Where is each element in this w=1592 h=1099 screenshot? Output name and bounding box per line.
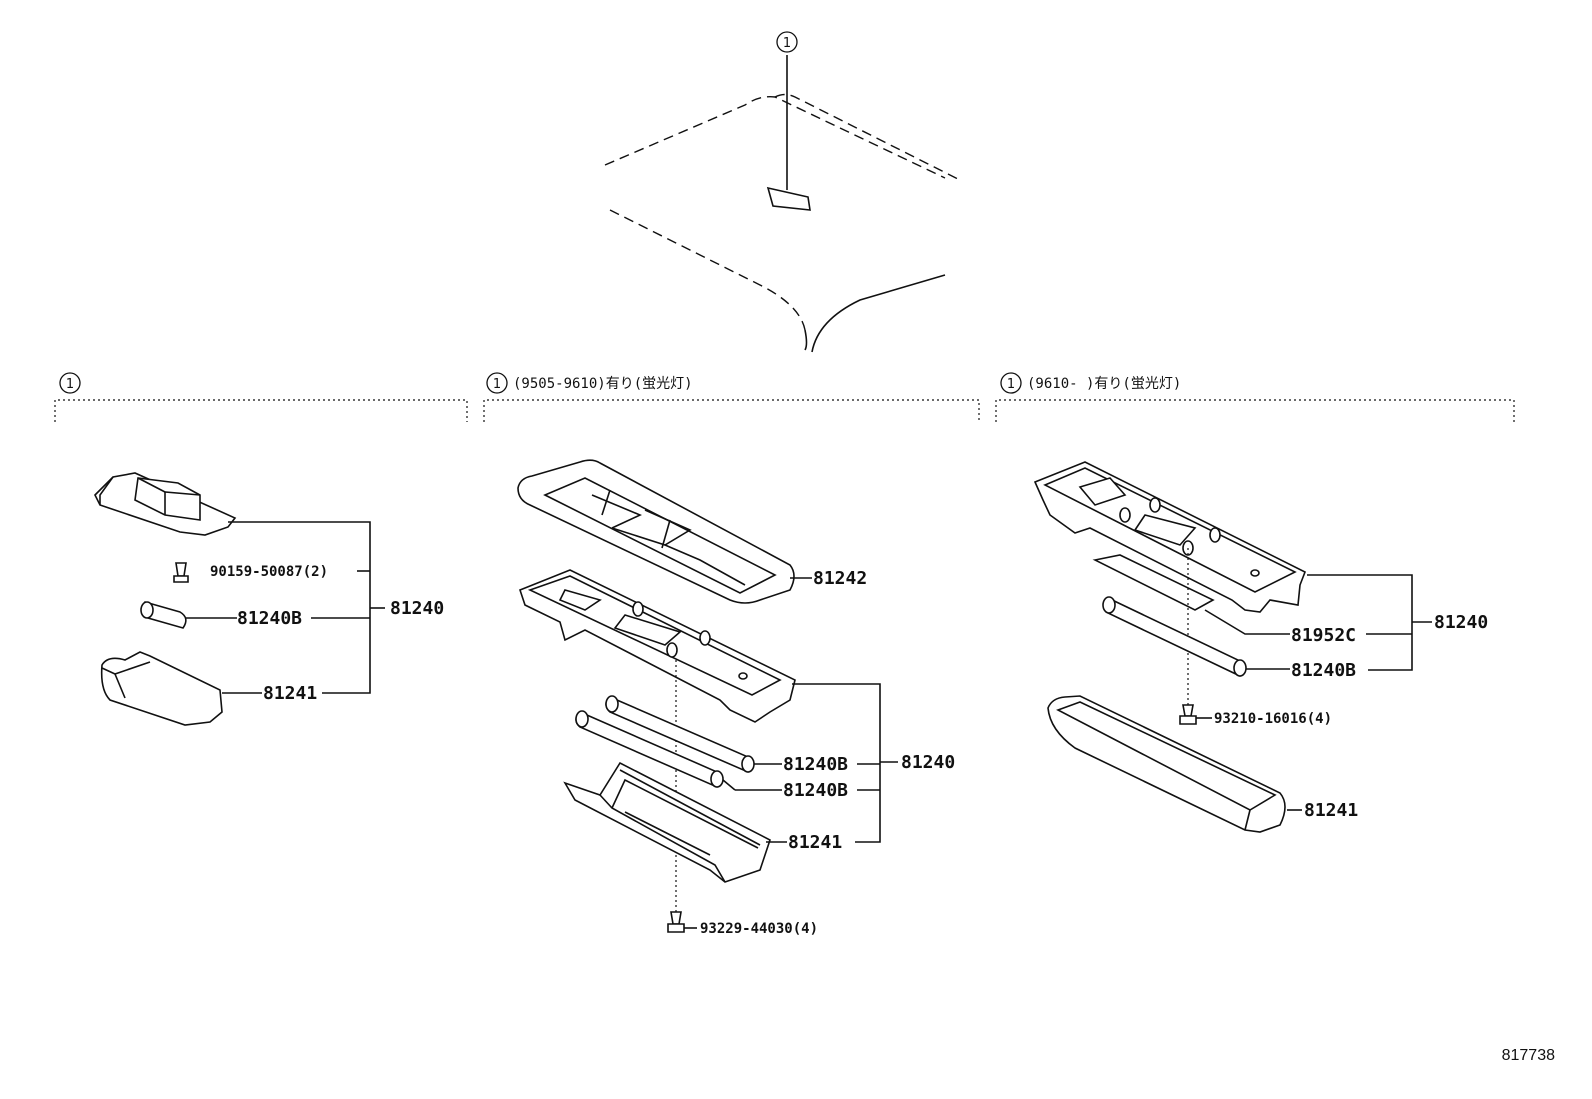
right-screw-part-number: 93210-16016(4) <box>1214 711 1332 727</box>
right-plate <box>1092 554 1215 611</box>
svg-text:(9610- )有り(蛍光灯): (9610- )有り(蛍光灯) <box>1027 376 1181 392</box>
figure-id: 817738 <box>1502 1047 1555 1064</box>
middle-lens <box>563 761 771 883</box>
section-header-2: 1 (9505-9610)有り(蛍光灯) <box>483 372 980 422</box>
right-lens-part-number: 81241 <box>1304 800 1358 821</box>
svg-text:1: 1 <box>783 36 791 51</box>
middle-tube1-part-number: 81240B <box>783 754 848 775</box>
svg-text:1: 1 <box>493 377 501 392</box>
right-lens <box>1047 695 1286 833</box>
middle-base <box>519 569 796 723</box>
middle-screw <box>667 911 685 933</box>
left-bulb-part-number: 81240B <box>237 608 302 629</box>
middle-leaders <box>684 577 898 929</box>
left-bulb <box>140 601 187 629</box>
middle-tube2-part-number: 81240B <box>783 780 848 801</box>
middle-cover <box>517 459 795 604</box>
left-lamp-housing <box>94 472 237 536</box>
svg-text:1: 1 <box>1007 377 1015 392</box>
right-assy-part-number: 81240 <box>1434 612 1488 633</box>
roof-callout: 1 <box>776 31 798 53</box>
middle-tube-1 <box>605 695 755 773</box>
right-leaders <box>1196 574 1432 811</box>
section-header-1: 1 <box>54 372 468 422</box>
right-plate-part-number: 81952C <box>1291 625 1356 646</box>
right-tube <box>1102 596 1247 677</box>
svg-text:1: 1 <box>66 377 74 392</box>
left-leaders <box>186 521 385 694</box>
left-assy-part-number: 81240 <box>390 598 444 619</box>
right-screw <box>1179 704 1197 725</box>
right-tube-part-number: 81240B <box>1291 660 1356 681</box>
middle-lens-part-number: 81241 <box>788 832 842 853</box>
left-screw <box>173 562 189 583</box>
middle-cover-part-number: 81242 <box>813 568 867 589</box>
middle-tube-2 <box>575 710 724 788</box>
left-screw-part-number: 90159-50087(2) <box>210 564 328 580</box>
middle-assy-part-number: 81240 <box>901 752 955 773</box>
left-lens <box>100 651 223 726</box>
svg-text:(9505-9610)有り(蛍光灯): (9505-9610)有り(蛍光灯) <box>513 376 693 392</box>
roof-overview: 1 <box>604 31 961 353</box>
section-header-3: 1 (9610- )有り(蛍光灯) <box>995 372 1515 422</box>
middle-screw-part-number: 93229-44030(4) <box>700 921 818 937</box>
left-lens-part-number: 81241 <box>263 683 317 704</box>
right-base <box>1033 461 1307 613</box>
